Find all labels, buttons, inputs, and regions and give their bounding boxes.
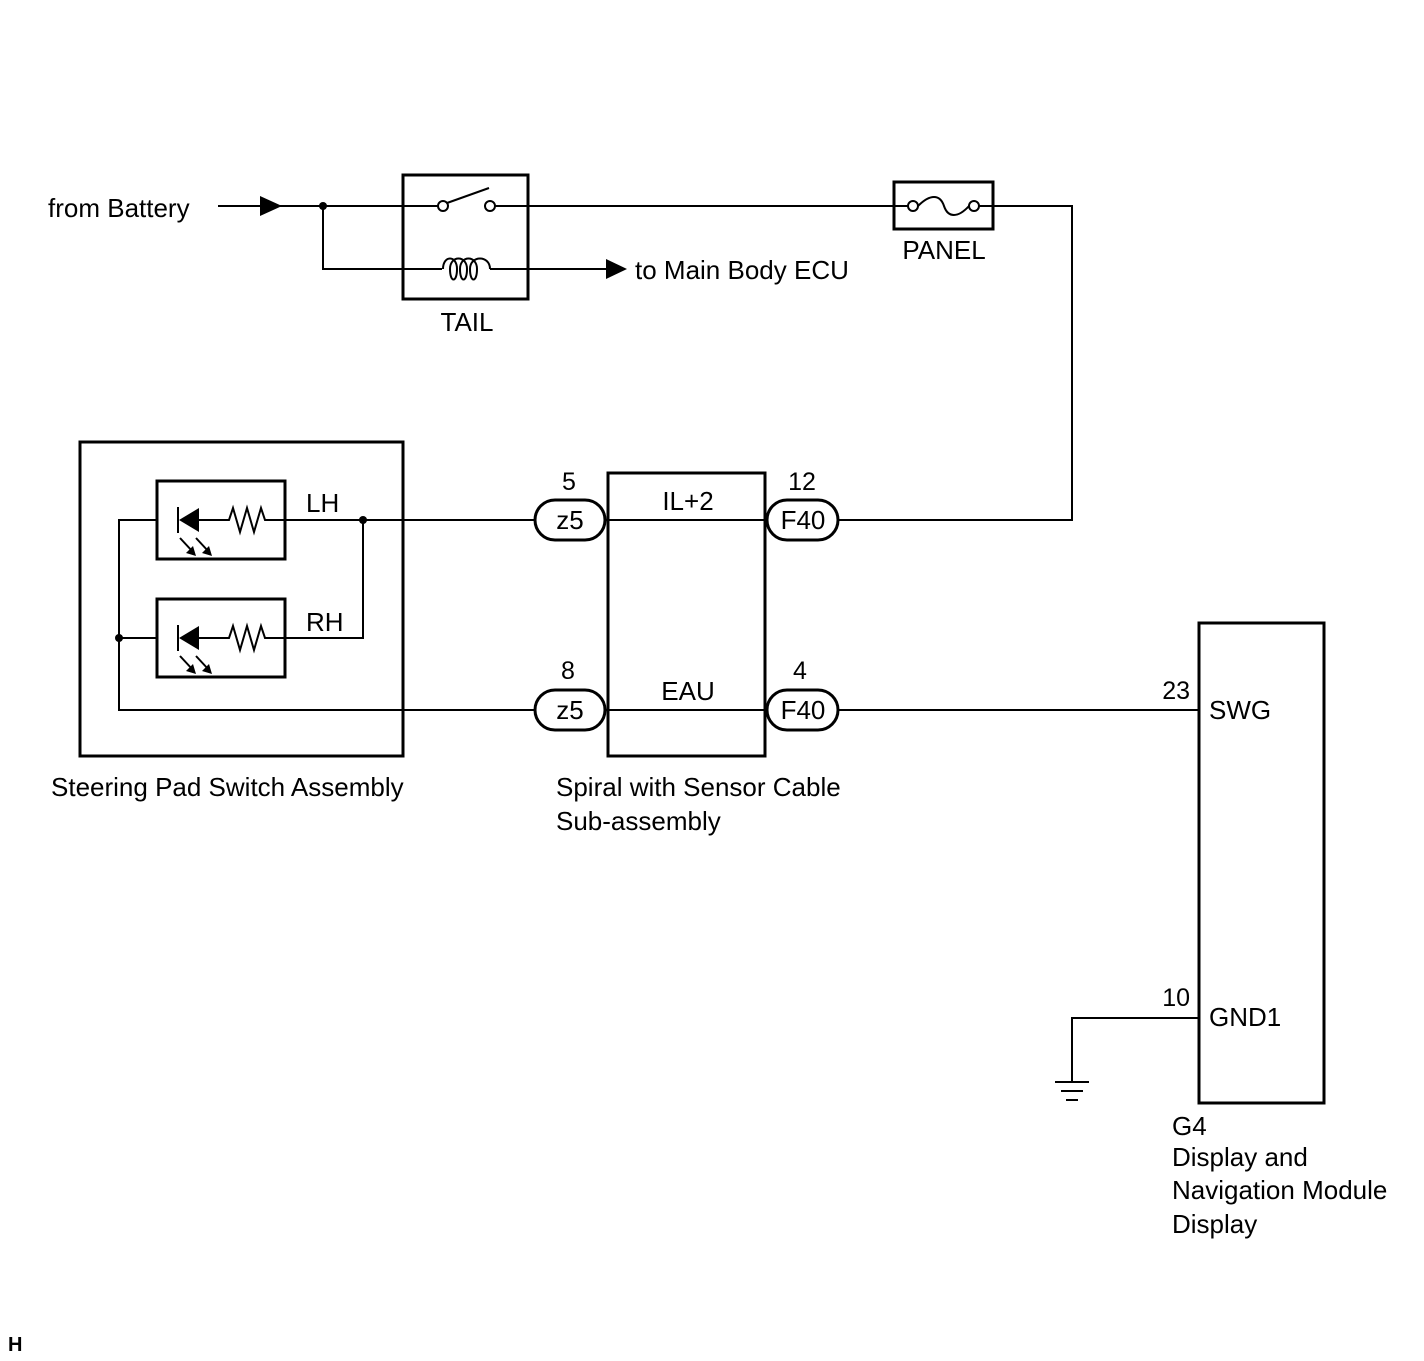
relay-coil-icon [442, 257, 491, 281]
battery-arrow-icon [260, 196, 282, 216]
tail-relay-label: TAIL [441, 307, 494, 337]
panel-fuse-label: PANEL [902, 235, 985, 265]
rh-feed-wire [285, 520, 364, 639]
display-label-line3: Display [1172, 1209, 1257, 1239]
g4-label: G4 [1172, 1111, 1207, 1141]
f40-bottom-pin: 4 [793, 657, 807, 685]
tail-relay-box [401, 173, 530, 301]
rh-led-ray1-head [186, 664, 196, 674]
to-main-body-ecu-label: to Main Body ECU [635, 255, 849, 285]
gnd1-pin: 10 [1162, 984, 1190, 1012]
f40-bottom-connector-label: F40 [781, 695, 826, 725]
relay-switch-blade [446, 187, 490, 204]
swg-pin: 23 [1162, 677, 1190, 705]
il2-label: IL+2 [662, 486, 713, 516]
z5-top-pin: 5 [562, 468, 576, 496]
f40-top-pin: 12 [788, 468, 816, 496]
z5-bottom-pin: 8 [561, 657, 575, 685]
fuse-terminal-left [907, 200, 919, 212]
display-module-box [1197, 621, 1326, 1105]
spiral-label-line2: Sub-assembly [556, 806, 721, 836]
lh-led-ray2-head [202, 546, 212, 556]
corner-mark: H [8, 1334, 22, 1356]
steering-pad-label: Steering Pad Switch Assembly [51, 772, 404, 802]
eau-label: EAU [661, 676, 714, 706]
swg-label: SWG [1209, 695, 1271, 725]
from-battery-label: from Battery [48, 193, 190, 223]
z5-bottom-connector [533, 688, 607, 732]
gnd1-label: GND1 [1209, 1002, 1281, 1032]
main-body-ecu-arrow-icon [606, 259, 627, 279]
common-return-top-wire [118, 519, 157, 638]
f40-top-connector-label: F40 [781, 505, 826, 535]
rh-led-ray2-head [202, 664, 212, 674]
fuse-element-icon [917, 196, 970, 216]
lh-led-icon [179, 508, 199, 532]
gnd1-wire [1071, 1017, 1199, 1081]
spiral-box [606, 471, 767, 758]
display-label-line1: Display and [1172, 1142, 1308, 1172]
lh-led-ray1-head [186, 546, 196, 556]
rh-led-icon [179, 626, 199, 650]
spiral-label-line1: Spiral with Sensor Cable [556, 772, 841, 802]
display-label-line2: Navigation Module [1172, 1175, 1387, 1205]
z5-top-connector [533, 498, 607, 542]
relay-contact-left [437, 200, 449, 212]
rh-resistor-icon [199, 622, 285, 654]
rh-label: RH [306, 607, 344, 637]
fuse-to-f40-wire [838, 205, 1073, 521]
fuse-terminal-right [968, 200, 980, 212]
lh-label: LH [306, 488, 339, 518]
z5-top-connector-label: z5 [556, 505, 583, 535]
relay-contact-right [484, 200, 496, 212]
f40-top-connector [765, 498, 840, 542]
return-to-z5-wire [118, 638, 536, 711]
steering-pad-box [78, 440, 405, 758]
coil-feed-wire [322, 206, 442, 270]
lh-resistor-icon [199, 504, 285, 536]
z5-bottom-connector-label: z5 [556, 695, 583, 725]
